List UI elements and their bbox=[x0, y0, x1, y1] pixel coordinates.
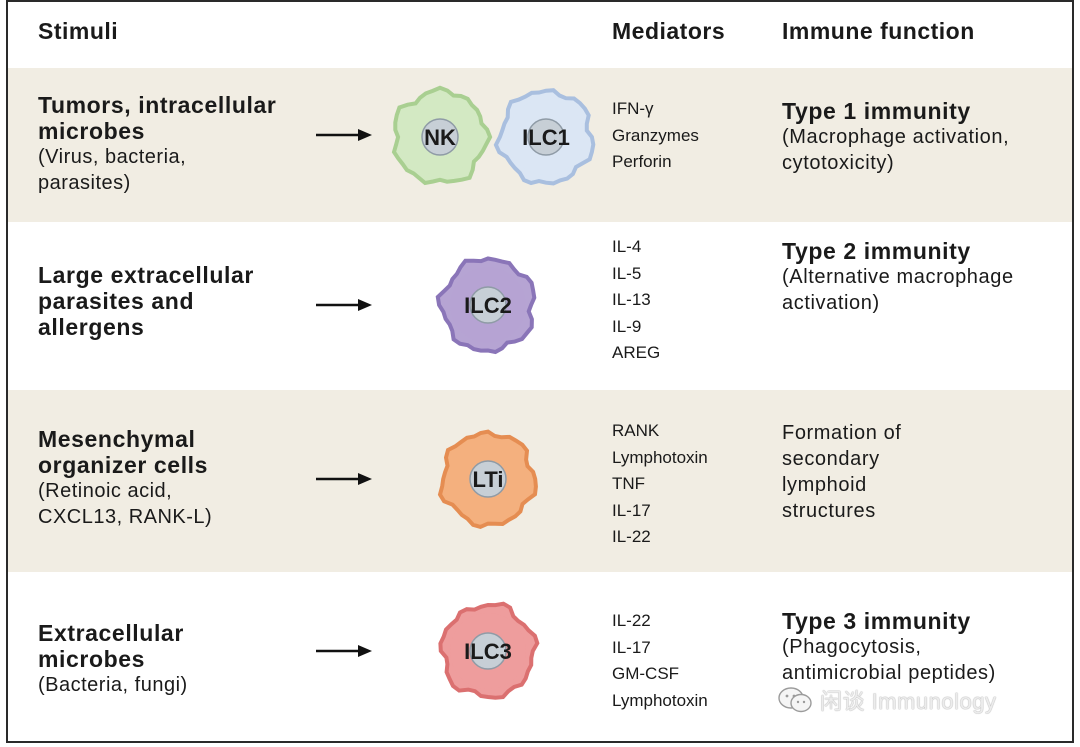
mediator-list: RANK Lymphotoxin TNF IL-17 IL-22 bbox=[612, 418, 708, 551]
stimulus-line: Extracellular bbox=[38, 620, 184, 646]
cell-lti: LTi bbox=[437, 429, 538, 530]
cell-svg: LTi bbox=[437, 429, 538, 530]
function-block: Formation of secondary lymphoid structur… bbox=[782, 420, 901, 524]
mediator-item: IL-22 bbox=[612, 527, 651, 546]
mediator-list: IL-4 IL-5 IL-13 IL-9 AREG bbox=[612, 234, 660, 367]
function-title: Type 2 immunity bbox=[782, 238, 971, 264]
function-desc-line: structures bbox=[782, 500, 876, 522]
mediator-item: IFN-γ bbox=[612, 99, 654, 118]
arrow-icon bbox=[316, 129, 372, 141]
cell-nucleus bbox=[421, 118, 459, 156]
cell-label: ILC2 bbox=[464, 293, 512, 318]
row-type1: Tumors, intracellular microbes (Virus, b… bbox=[8, 68, 1072, 222]
stimulus-line: Large extracellular bbox=[38, 262, 254, 288]
stimulus-line: organizer cells bbox=[38, 452, 209, 478]
cell-nucleus bbox=[469, 632, 507, 670]
cell-group: ILC3 bbox=[432, 596, 552, 706]
mediator-item: Granzymes bbox=[612, 125, 699, 145]
arrow-icon bbox=[316, 645, 372, 657]
stimulus-sub-line: (Bacteria, fungi) bbox=[38, 674, 188, 696]
watermark: 闲谈 Immunology bbox=[778, 682, 996, 718]
function-desc-line: (Phagocytosis, bbox=[782, 636, 922, 658]
row-type2: Large extracellular parasites and allerg… bbox=[8, 222, 1072, 390]
mediator-item: Perforin bbox=[612, 152, 672, 171]
stimulus-sub-line: (Virus, bacteria, bbox=[38, 146, 187, 168]
cell-ilc1: ILC1 bbox=[493, 88, 596, 186]
table-header: Stimuli Mediators Immune function bbox=[8, 2, 1072, 68]
cell-nk: NK bbox=[391, 85, 493, 186]
cell-label: NK bbox=[424, 125, 456, 150]
function-desc-line: lymphoid bbox=[782, 474, 867, 496]
mediator-item: IL-13 bbox=[612, 290, 651, 309]
mediator-item: TNF bbox=[612, 474, 646, 493]
function-desc-line: cytotoxicity) bbox=[782, 152, 895, 174]
cell-group: LTi bbox=[432, 424, 552, 534]
mediator-item: IL-17 bbox=[612, 637, 651, 657]
function-block: Type 1 immunity (Macrophage activation, … bbox=[782, 98, 1009, 176]
function-block: Type 2 immunity (Alternative macrophage … bbox=[782, 238, 1014, 316]
mediator-list: IL-22 IL-17 GM-CSF Lymphotoxin bbox=[612, 608, 708, 714]
stimulus-block: Large extracellular parasites and allerg… bbox=[38, 262, 254, 340]
mediator-item: IL-17 bbox=[612, 500, 651, 520]
mediator-item: Lymphotoxin bbox=[612, 447, 708, 467]
mediator-item: IL-4 bbox=[612, 237, 642, 256]
mediator-item: GM-CSF bbox=[612, 664, 680, 683]
cell-nucleus bbox=[527, 118, 565, 156]
wechat-logo-icon bbox=[778, 687, 812, 713]
function-desc-line: Formation of bbox=[782, 422, 902, 444]
stimulus-line: microbes bbox=[38, 646, 146, 672]
stimulus-block: Mesenchymal organizer cells (Retinoic ac… bbox=[38, 426, 212, 530]
figure-frame: Stimuli Mediators Immune function Tumors… bbox=[6, 0, 1074, 743]
stimulus-block: Tumors, intracellular microbes (Virus, b… bbox=[38, 92, 276, 196]
cell-ilc2: ILC2 bbox=[435, 256, 537, 355]
cell-nucleus bbox=[469, 460, 507, 498]
mediator-item: AREG bbox=[612, 343, 661, 362]
stimulus-sub-line: CXCL13, RANK-L) bbox=[38, 506, 213, 528]
stimulus-line: parasites and bbox=[38, 288, 195, 314]
function-title: Type 1 immunity bbox=[782, 98, 971, 124]
cell-label: ILC3 bbox=[464, 639, 512, 664]
mediator-list: IFN-γ Granzymes Perforin bbox=[612, 96, 699, 176]
stimulus-line: allergens bbox=[38, 314, 145, 340]
cell-label: ILC1 bbox=[522, 125, 570, 150]
function-desc-line: activation) bbox=[782, 292, 880, 314]
cell-svg: NK ILC1 bbox=[391, 85, 596, 186]
header-mediators: Mediators bbox=[612, 18, 726, 44]
arrow-icon bbox=[316, 299, 372, 311]
stimulus-line: Mesenchymal bbox=[38, 426, 196, 452]
cell-svg: ILC3 bbox=[438, 601, 540, 700]
mediator-item: IL-9 bbox=[612, 316, 642, 336]
cell-nucleus bbox=[469, 286, 507, 324]
mediator-item: RANK bbox=[612, 421, 660, 440]
cell-group: NK ILC1 bbox=[384, 82, 604, 192]
stimulus-sub-line: (Retinoic acid, bbox=[38, 480, 173, 502]
cell-label: LTi bbox=[473, 467, 504, 492]
function-block: Type 3 immunity (Phagocytosis, antimicro… bbox=[782, 608, 996, 686]
function-desc-line: antimicrobial peptides) bbox=[782, 662, 996, 684]
cell-group: ILC2 bbox=[432, 250, 552, 360]
function-desc-line: secondary bbox=[782, 448, 880, 470]
mediator-item: IL-22 bbox=[612, 611, 651, 630]
row-type3: Extracellular microbes (Bacteria, fungi)… bbox=[8, 572, 1072, 741]
stimulus-sub-line: parasites) bbox=[38, 172, 131, 194]
header-stimuli: Stimuli bbox=[38, 18, 119, 44]
cell-svg: ILC2 bbox=[435, 256, 537, 355]
stimulus-block: Extracellular microbes (Bacteria, fungi) bbox=[38, 620, 188, 698]
mediator-item: Lymphotoxin bbox=[612, 690, 708, 710]
function-title: Type 3 immunity bbox=[782, 608, 971, 634]
arrow-icon bbox=[316, 473, 372, 485]
mediator-item: IL-5 bbox=[612, 263, 642, 283]
stimulus-line: Tumors, intracellular bbox=[38, 92, 277, 118]
function-desc-line: (Alternative macrophage bbox=[782, 266, 1014, 288]
row-lti: Mesenchymal organizer cells (Retinoic ac… bbox=[8, 390, 1072, 572]
header-immune-function: Immune function bbox=[782, 18, 975, 44]
stimulus-line: microbes bbox=[38, 118, 146, 144]
cell-ilc3: ILC3 bbox=[438, 601, 540, 700]
function-desc-line: (Macrophage activation, bbox=[782, 126, 1010, 148]
watermark-text: 闲谈 Immunology bbox=[820, 689, 997, 714]
